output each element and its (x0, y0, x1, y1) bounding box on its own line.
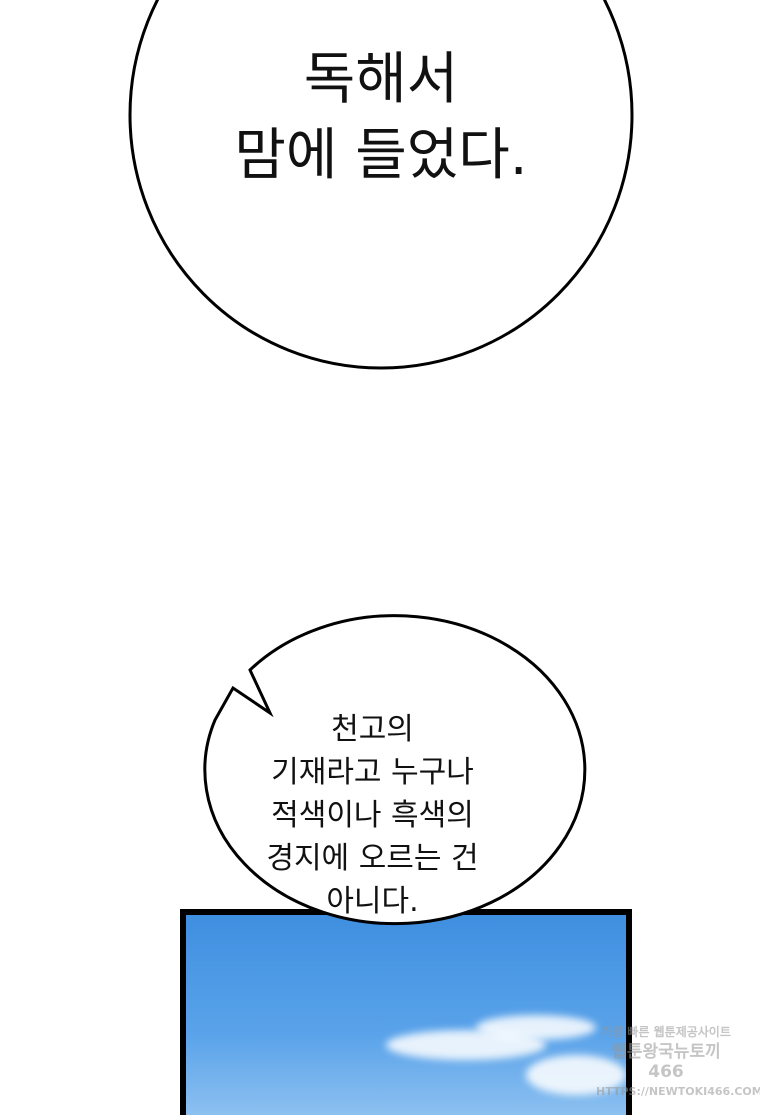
speech-line: 독해서 (303, 47, 459, 112)
speech-line: 경지에 오르는 건 (266, 841, 479, 876)
speech-line: 천고의 (331, 712, 414, 747)
speech-line: 아니다. (326, 884, 419, 919)
speech-bubble-bottom (203, 614, 587, 926)
speech-bubble-top (128, 0, 634, 370)
speech-line: 기재라고 누구나 (271, 755, 474, 790)
watermark: 가장 빠른 웹툰제공사이트 웹툰왕국뉴토끼466 HTTPS://NEWTOKI… (596, 1022, 760, 1102)
speech-text-top: 독해서 맘에 들었다. (130, 42, 632, 194)
speech-line: 맘에 들었다. (234, 123, 528, 188)
watermark-line: 가장 빠른 웹툰제공사이트 (601, 1025, 731, 1039)
sky-panel (180, 909, 632, 1115)
cloud (526, 1055, 626, 1095)
speech-text-bottom: 천고의 기재라고 누구나 적색이나 흑색의 경지에 오르는 건 아니다. (190, 708, 555, 923)
speech-line: 적색이나 흑색의 (271, 798, 474, 833)
watermark-line: HTTPS://NEWTOKI466.COM (596, 1085, 760, 1098)
watermark-line: 웹툰왕국뉴토끼466 (611, 1042, 721, 1082)
cloud (476, 1015, 596, 1040)
